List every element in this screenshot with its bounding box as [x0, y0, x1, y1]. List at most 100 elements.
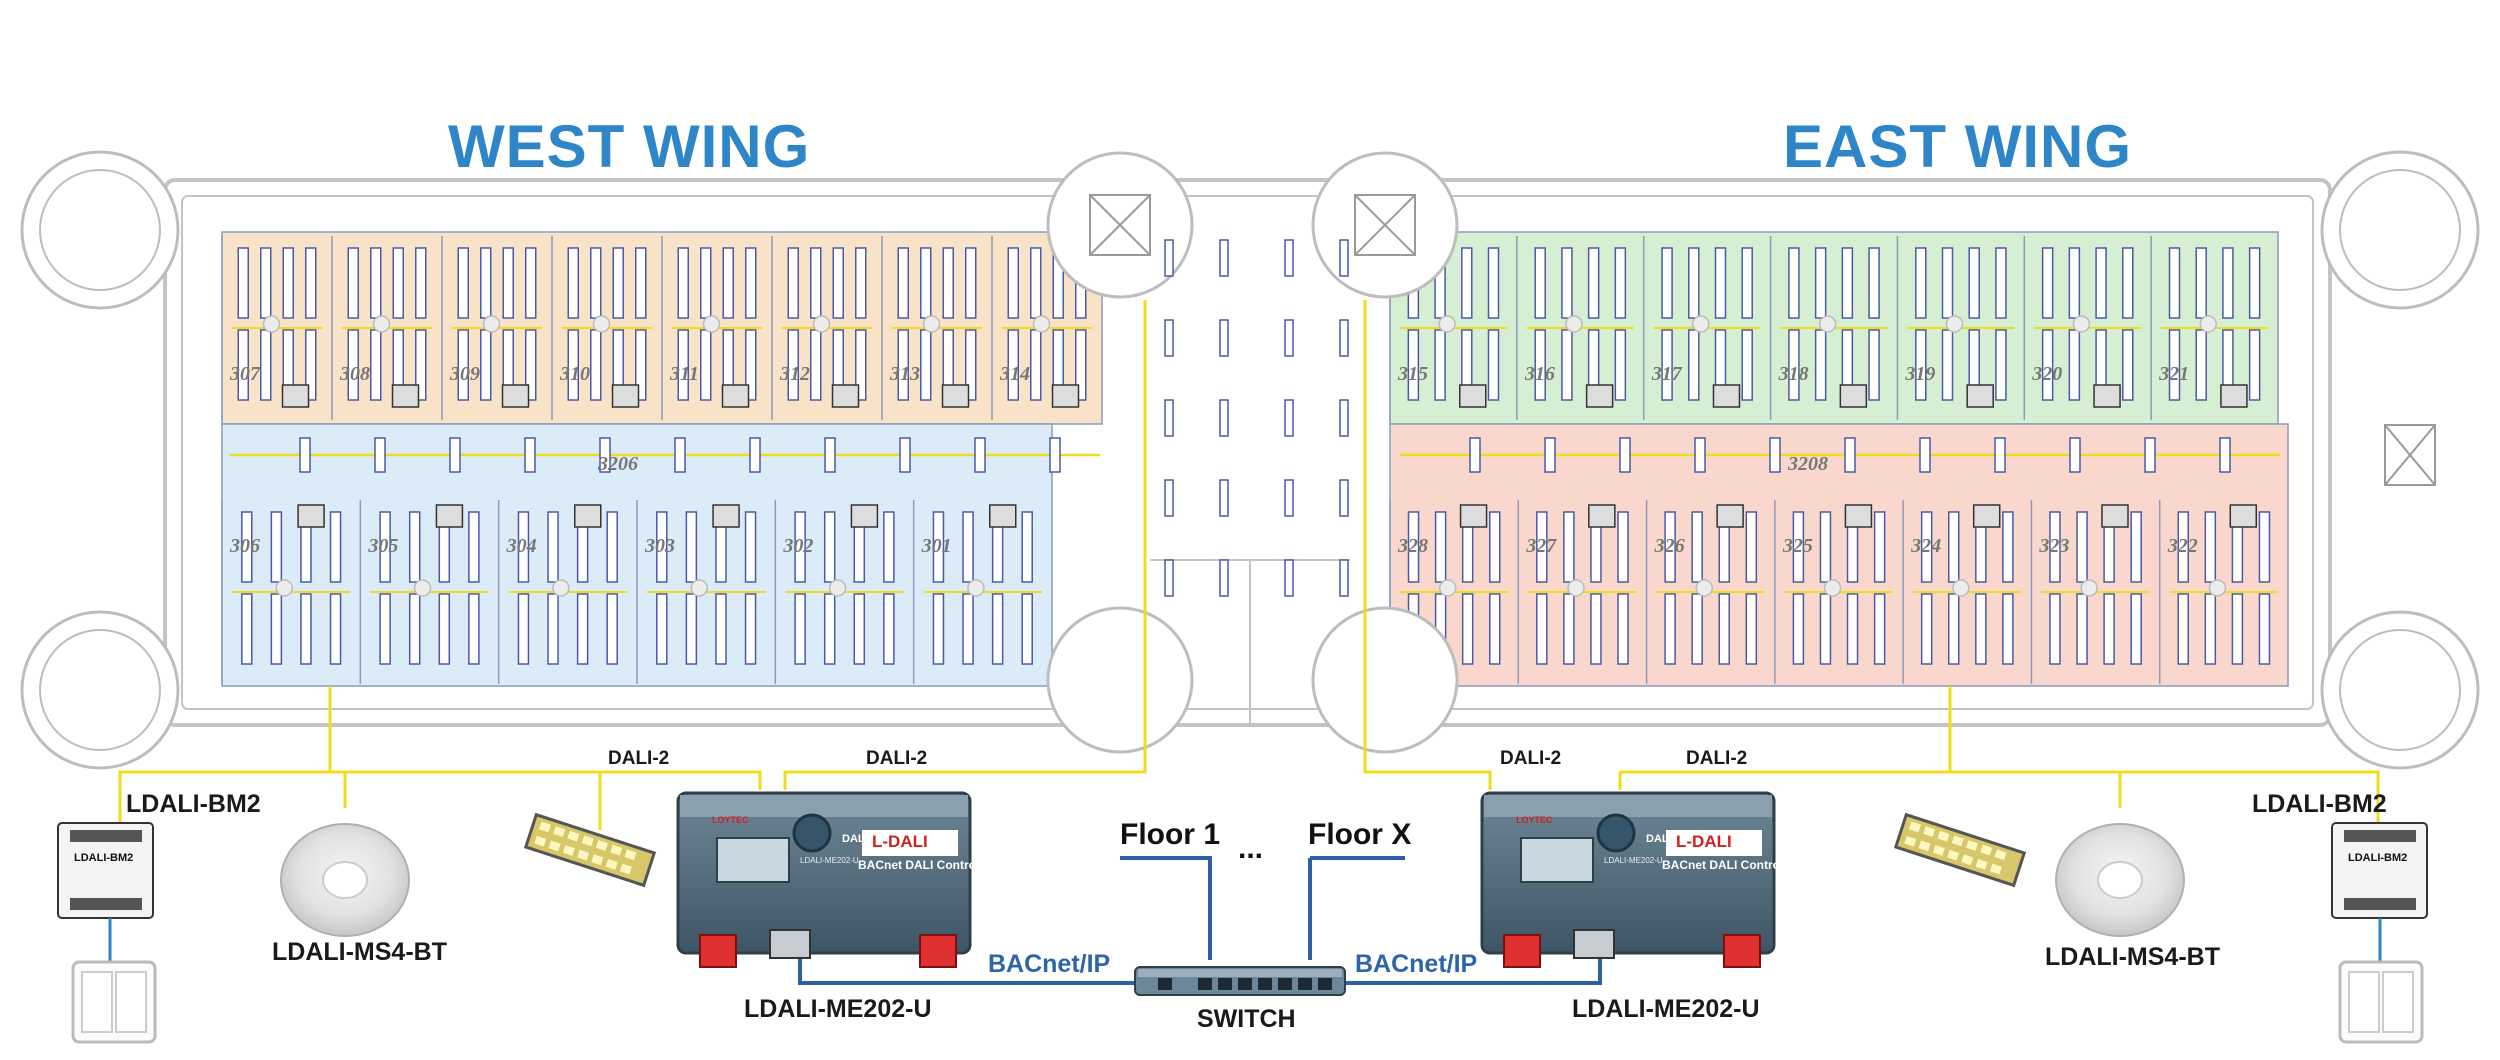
luminaire-icon [270, 593, 283, 665]
corridor-luminaire-icon [1544, 437, 1556, 473]
luminaire-icon [270, 511, 283, 583]
controller-left-label: LDALI-ME202-U [744, 995, 932, 1023]
luminaire-icon [1792, 511, 1805, 583]
luminaire-icon [1819, 593, 1832, 665]
luminaire-icon [1664, 593, 1676, 665]
room-sensor-icon [1565, 315, 1583, 333]
room-module-icon [2220, 384, 2248, 408]
luminaire-icon [1614, 247, 1627, 319]
corridor-luminaire-icon [2219, 437, 2231, 473]
room-module-icon [1459, 384, 1487, 408]
atrium-luminaire-icon [1339, 319, 1349, 357]
luminaire-icon [457, 329, 469, 401]
room-sensor-icon [690, 579, 708, 597]
dali-label-right-1: DALI-2 [1500, 748, 1562, 769]
luminaire-icon [408, 593, 421, 665]
luminaire-icon [635, 329, 647, 401]
ms4-right-label: LDALI-MS4-BT [2045, 943, 2220, 971]
corridor-label-east: 3208 [1787, 453, 1828, 475]
luminaire-icon [457, 247, 469, 319]
luminaire-icon [855, 247, 867, 319]
luminaire-icon [241, 593, 253, 665]
room-module-icon [501, 384, 530, 408]
luminaire-icon [1563, 511, 1575, 583]
luminaire-icon [379, 511, 391, 583]
corridor-luminaire-icon [824, 437, 836, 473]
corridor-luminaire-icon [1844, 437, 1856, 473]
bacnet-label-right: BACnet/IP [1355, 950, 1478, 978]
luminaire-icon [590, 247, 602, 319]
room-module-icon [435, 504, 464, 528]
corridor-luminaire-icon [524, 437, 536, 473]
luminaire-icon [1536, 593, 1548, 665]
room-label-319: 319 [1904, 363, 1935, 385]
room-label-322: 322 [2167, 535, 2198, 557]
luminaire-icon [722, 247, 734, 319]
luminaire-icon [1021, 593, 1033, 665]
luminaire-icon [855, 329, 867, 401]
luminaire-icon [590, 329, 602, 401]
luminaire-icon [1714, 247, 1727, 319]
corridor-luminaire-icon [674, 437, 686, 473]
room-module-icon [1585, 384, 1614, 408]
bm2-right-module-text: LDALI-BM2 [2348, 852, 2408, 864]
luminaire-icon [991, 593, 1004, 665]
luminaire-icon [942, 247, 954, 319]
atrium-luminaire-icon [1164, 479, 1174, 517]
luminaire-icon [1587, 247, 1600, 319]
atrium-luminaire-icon [1339, 479, 1349, 517]
luminaire-icon [1434, 329, 1446, 401]
luminaire-icon [794, 511, 806, 583]
room-label-308: 308 [339, 363, 370, 385]
east-wing-title: EAST WING [1783, 113, 2132, 180]
room-module-icon [1459, 504, 1488, 528]
stair-details [1089, 194, 2436, 486]
luminaire-icon [1661, 329, 1673, 401]
room-label-310: 310 [559, 363, 590, 385]
luminaire-icon [1915, 247, 1927, 319]
luminaire-icon [2002, 593, 2014, 665]
luminaire-icon [347, 247, 359, 319]
luminaire-icon [1534, 247, 1546, 319]
luminaire-icon [1407, 329, 1420, 401]
floor-last-label: Floor X [1308, 818, 1412, 851]
luminaire-icon [567, 329, 579, 401]
room-sensor-icon [2199, 315, 2217, 333]
luminaire-icon [965, 247, 977, 319]
room-label-325: 325 [1782, 535, 1813, 557]
luminaire-icon [1461, 593, 1474, 665]
luminaire-icon [282, 247, 294, 319]
corridor-luminaire-icon [1769, 437, 1781, 473]
room-module-icon [989, 504, 1017, 528]
luminaire-icon [2231, 593, 2244, 665]
luminaire-icon [525, 247, 537, 319]
controller-left-model: LDALI-ME202-U [800, 856, 859, 865]
dali-label-left-1: DALI-2 [608, 748, 670, 769]
luminaire-icon [1792, 593, 1805, 665]
luminaire-icon [468, 511, 480, 583]
room-module-icon [297, 504, 325, 528]
luminaire-icon [883, 593, 895, 665]
luminaire-icon [700, 247, 712, 319]
corridor-luminaire-icon [749, 437, 761, 473]
controller-left [676, 791, 972, 968]
room-sensor-icon [812, 315, 831, 333]
luminaire-icon [920, 247, 932, 319]
luminaire-icon [962, 593, 974, 665]
luminaire-icon [1995, 247, 2007, 319]
luminaire-icon [241, 511, 253, 583]
room-label-320: 320 [2031, 363, 2062, 385]
room-sensor-icon [552, 579, 570, 597]
luminaire-icon [1691, 593, 1703, 665]
room-sensor-icon [1952, 579, 1970, 597]
luminaire-icon [1819, 511, 1832, 583]
atrium-fixtures [1164, 239, 1349, 597]
room-label-313: 313 [889, 363, 920, 385]
room-label-305: 305 [367, 535, 398, 557]
corridor-luminaire-icon [2144, 437, 2156, 473]
luminaire-icon [787, 247, 799, 319]
luminaire-icon [965, 329, 977, 401]
atrium-luminaire-icon [1164, 399, 1174, 437]
dali-bus-wiring [118, 300, 2380, 830]
room-module-icon [850, 504, 879, 528]
